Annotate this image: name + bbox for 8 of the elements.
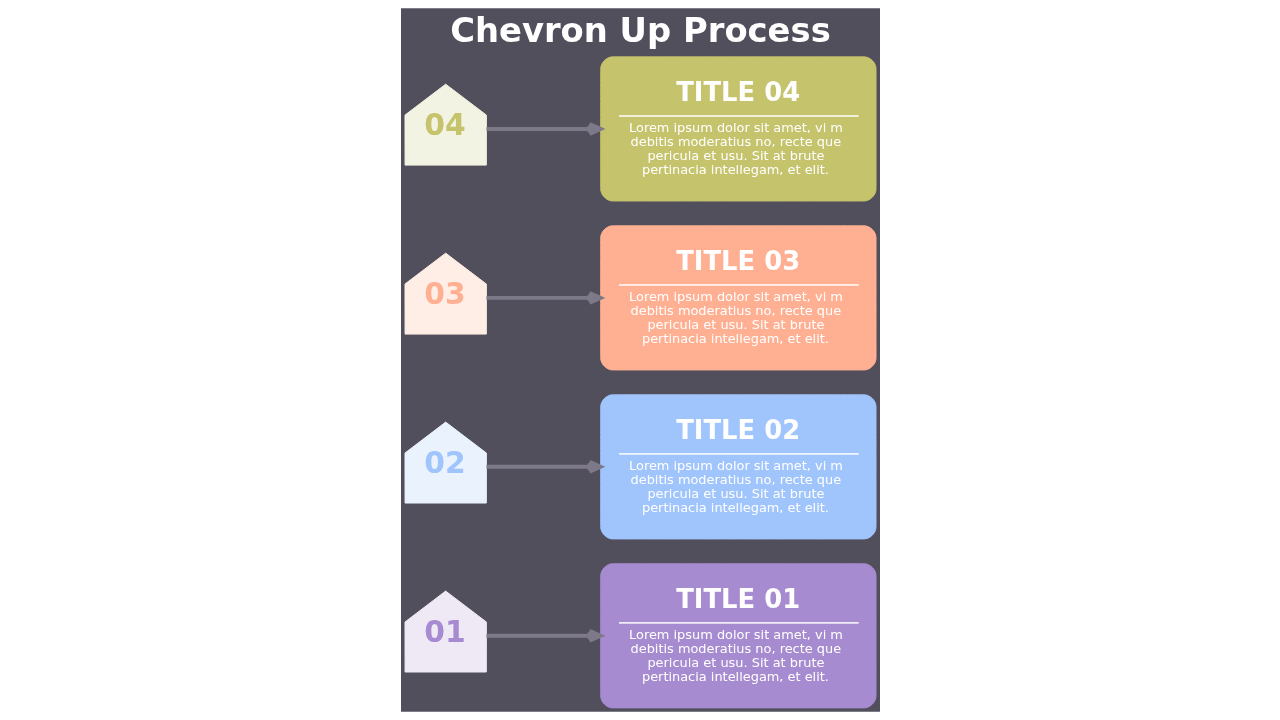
node-box: TITLE 01 Lorem ipsum dolor sit amet, vi m debitis moderatius no, recte que pericula et usu. Sit at brute pertinacia intellegam, et elit. — [599, 563, 876, 709]
arrow — [486, 122, 602, 136]
node-box: TITLE 03 Lorem ipsum dolor sit amet, vi m debitis moderatius no, recte que pericula et usu. Sit at brute pertinacia intellegam, et elit. — [599, 225, 876, 371]
arrow — [486, 290, 602, 305]
diagram-title: Chevron Up Process — [449, 11, 831, 51]
node-box: TITLE 02 Lorem ipsum dolor sit amet, vi m debitis moderatius no, recte que pericula et usu. Sit at brute pertinacia intellegam, et elit. — [599, 394, 876, 540]
arrow — [486, 628, 602, 643]
node-box: TITLE 04 Lorem ipsum dolor sit amet, vi m debitis moderatius no, recte que pericula et usu. Sit at brute pertinacia intellegam, et elit. — [599, 56, 876, 202]
